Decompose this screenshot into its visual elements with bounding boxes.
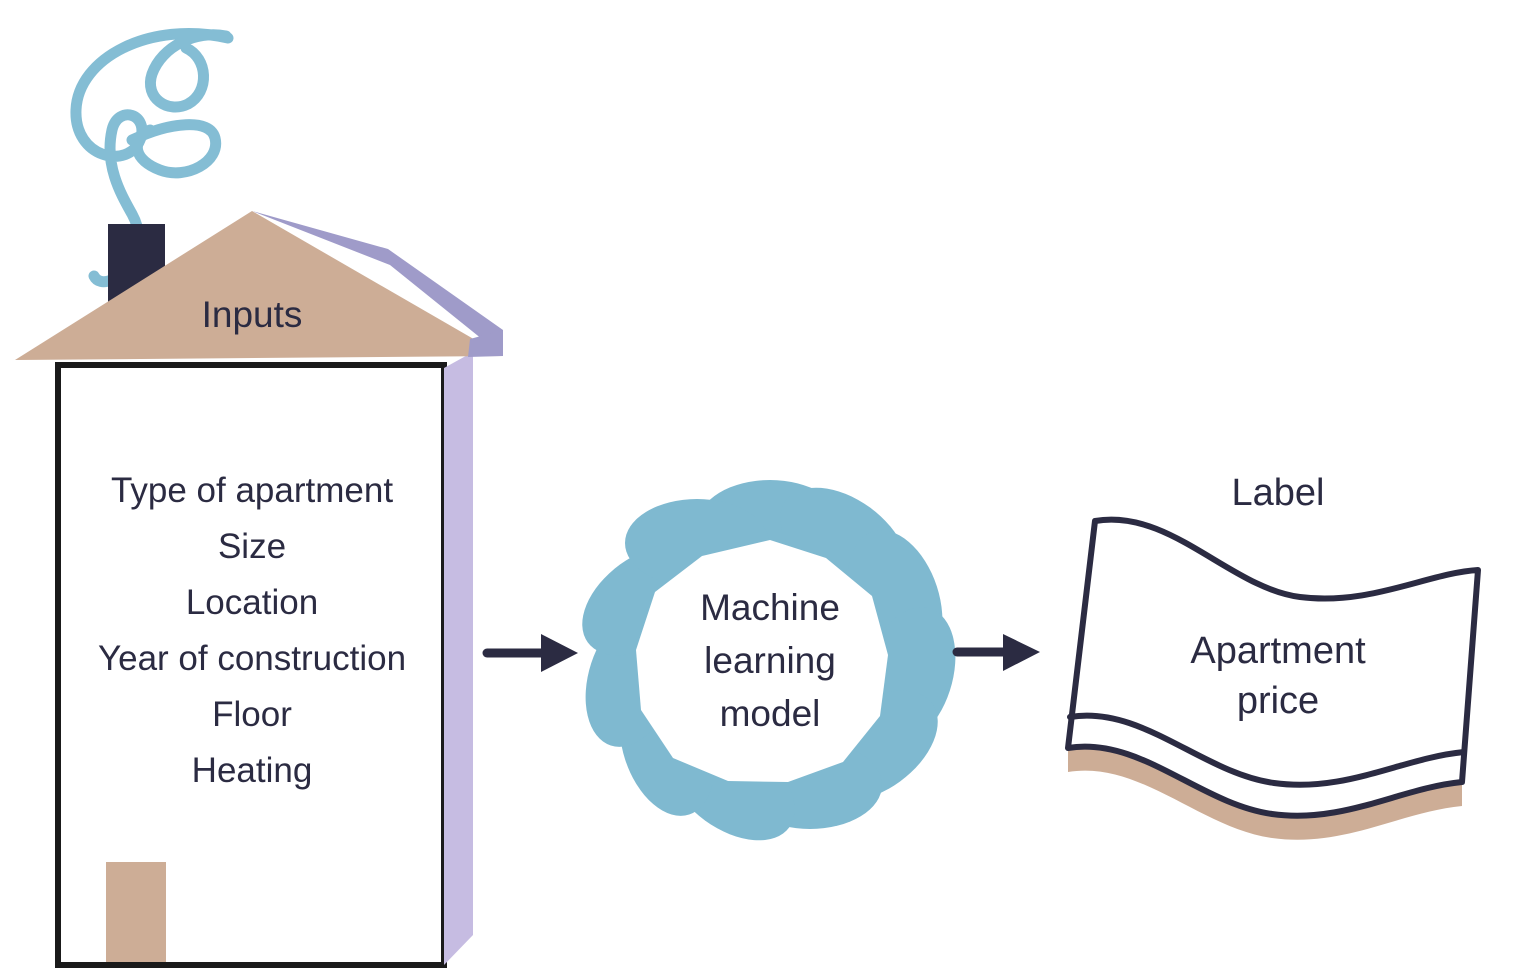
inputs-title: Inputs <box>202 294 303 335</box>
label-title: Label <box>1232 472 1325 514</box>
model-label-line2: learning <box>704 640 836 681</box>
model-label-line1: Machine <box>700 587 840 628</box>
model-label-line3: model <box>720 693 821 734</box>
flower-cloud-icon <box>582 480 956 841</box>
banner-text-line1: Apartment <box>1190 630 1366 672</box>
arrow-right-icon-1 <box>482 634 578 672</box>
input-feature-1: Size <box>218 527 286 566</box>
door-icon <box>106 862 166 962</box>
input-feature-0: Type of apartment <box>111 471 393 510</box>
arrow-right-icon-2 <box>952 634 1040 671</box>
wavy-banner-icon <box>1065 516 1481 840</box>
input-feature-5: Heating <box>192 751 313 790</box>
input-feature-2: Location <box>186 583 318 622</box>
roof-icon <box>15 211 503 360</box>
input-feature-4: Floor <box>212 695 292 734</box>
banner-fold-line <box>1067 712 1467 788</box>
house-side-panel <box>444 352 473 965</box>
banner-text-line2: price <box>1237 680 1319 722</box>
roof-edge-band-tip <box>468 330 503 357</box>
input-feature-3: Year of construction <box>98 639 406 678</box>
